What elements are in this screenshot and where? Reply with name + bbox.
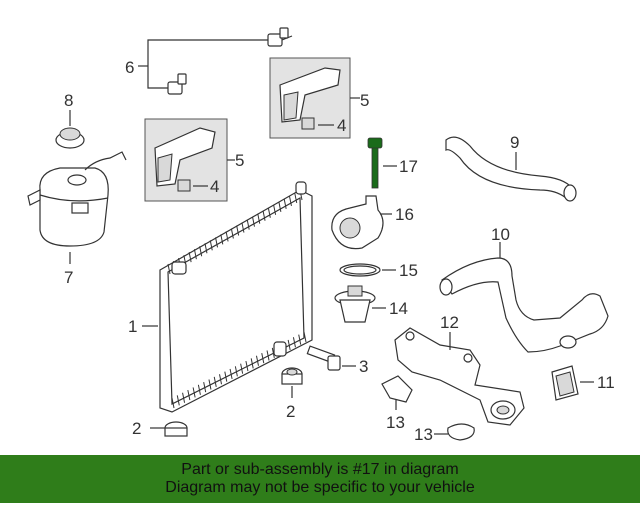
label-13-upper: 13 [386, 413, 405, 432]
label-3: 3 [359, 357, 368, 376]
upper-hose-part-9: 9 [445, 133, 577, 202]
label-6: 6 [125, 58, 134, 77]
label-7: 7 [64, 268, 73, 287]
reservoir-part-7: 7 [27, 151, 127, 287]
radiator-part-1: 1 [128, 181, 313, 413]
label-2-left: 2 [132, 419, 141, 438]
label-4-upper: 4 [337, 116, 346, 135]
bolts-part-6: 6 [125, 27, 293, 95]
label-14: 14 [389, 299, 408, 318]
label-13-lower: 13 [414, 425, 433, 444]
clamp-bracket-part-11: 11 [551, 365, 615, 401]
parts-diagram: 6 5 4 5 4 8 7 [27, 27, 615, 444]
label-11: 11 [597, 373, 615, 392]
reservoir-cap-part-8: 8 [55, 91, 85, 149]
label-1: 1 [128, 317, 137, 336]
info-banner: Part or sub-assembly is #17 in diagram D… [0, 455, 640, 503]
isolator-part-2: 2 2 [132, 367, 303, 438]
label-4-lower: 4 [210, 177, 219, 196]
label-16: 16 [395, 205, 414, 224]
bracket-box-lower: 5 4 [144, 118, 244, 202]
water-outlet-part-16: 16 [331, 195, 414, 250]
label-10: 10 [491, 225, 510, 244]
gasket-part-13: 13 13 [381, 375, 475, 444]
label-2-right: 2 [286, 402, 295, 421]
label-15: 15 [399, 261, 418, 280]
oring-part-15: 15 [339, 261, 418, 280]
bracket-box-upper: 5 4 [269, 57, 369, 139]
label-5-upper: 5 [360, 91, 369, 110]
label-12: 12 [440, 313, 459, 332]
label-9: 9 [510, 133, 519, 152]
label-5-lower: 5 [235, 151, 244, 170]
lower-hose-part-10: 10 [439, 225, 609, 353]
banner-line-2: Diagram may not be specific to your vehi… [165, 479, 475, 496]
thermostat-part-14: 14 [334, 285, 408, 323]
housing-part-12: 12 [394, 313, 525, 426]
bolt-part-3: 3 [306, 345, 368, 376]
label-8: 8 [64, 91, 73, 110]
label-17: 17 [399, 157, 418, 176]
bolt-part-17: 17 [367, 137, 418, 189]
banner-line-1: Part or sub-assembly is #17 in diagram [181, 461, 459, 478]
